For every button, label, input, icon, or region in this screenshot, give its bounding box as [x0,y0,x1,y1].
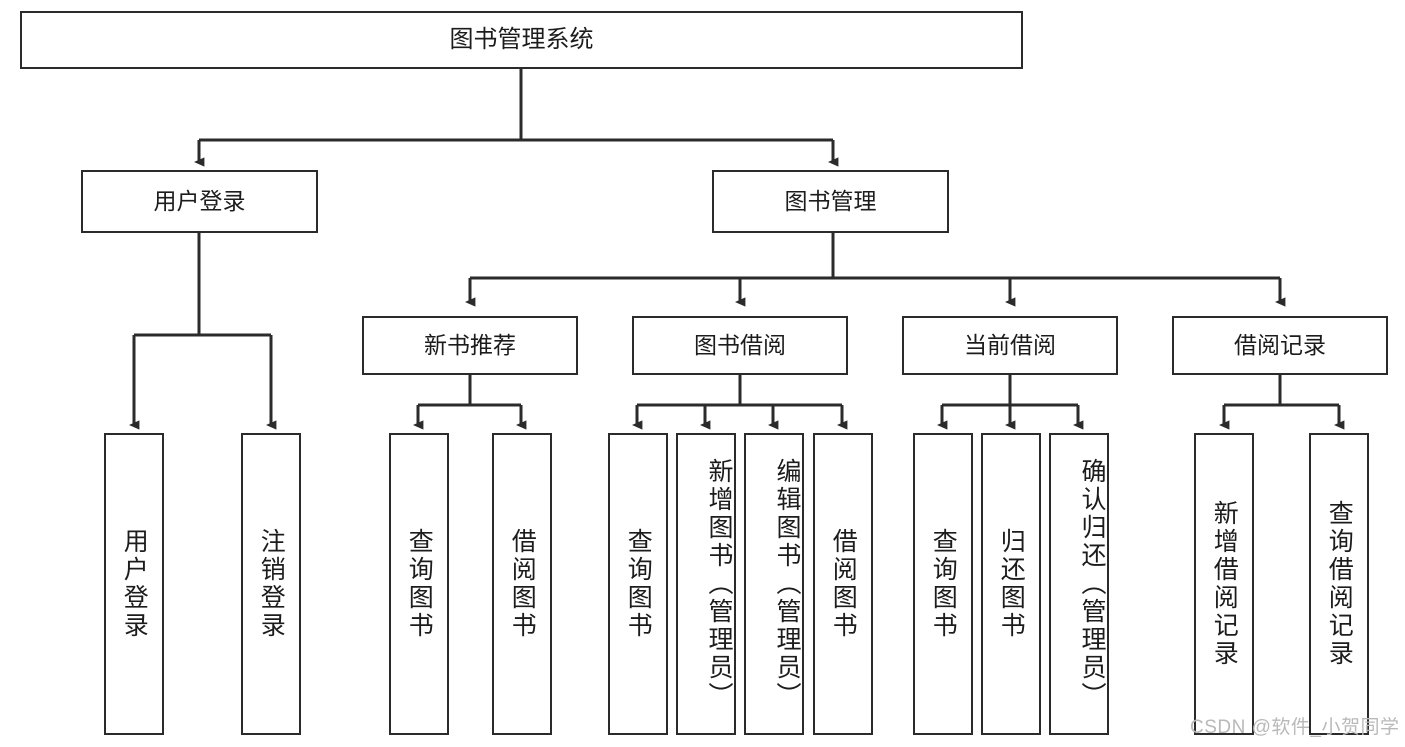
node-label: 图书管理 [784,188,877,215]
node-label: 借阅记录 [1234,332,1326,359]
node-label: 图书借阅 [694,332,786,359]
node-label: 注销登录 [257,528,286,640]
leaf-user-login-logout[interactable]: 注销登录 [241,433,301,735]
node-label: 查询图书 [624,528,653,640]
leaf-book-borrow-borrow[interactable]: 借阅图书 [813,433,873,735]
node-label: 查询图书 [929,528,958,640]
node-label: 用户登录 [153,188,246,215]
node-book-management[interactable]: 图书管理 [712,170,949,233]
leaf-new-book-query[interactable]: 查询图书 [389,433,449,735]
node-borrow-record[interactable]: 借阅记录 [1172,316,1388,375]
node-book-borrow[interactable]: 图书借阅 [632,316,848,375]
node-label: 查询图书 [405,528,434,640]
leaf-current-borrow-query[interactable]: 查询图书 [913,433,973,735]
node-root-system[interactable]: 图书管理系统 [20,11,1023,69]
leaf-book-borrow-add[interactable]: 新增图书（管理员） [676,433,736,735]
node-user-login[interactable]: 用户登录 [81,170,318,233]
node-label: 查询借阅记录 [1325,500,1354,668]
leaf-borrow-record-add[interactable]: 新增借阅记录 [1194,433,1254,735]
node-label: 归还图书 [997,528,1026,640]
leaf-borrow-record-query[interactable]: 查询借阅记录 [1309,433,1369,735]
leaf-user-login-login[interactable]: 用户登录 [104,433,164,735]
leaf-new-book-borrow[interactable]: 借阅图书 [492,433,552,735]
node-label: 新增图书（管理员） [705,458,733,710]
node-label: 新增借阅记录 [1210,500,1239,668]
leaf-book-borrow-edit[interactable]: 编辑图书（管理员） [744,433,804,735]
watermark-text: CSDN @软件_小贺同学 [1190,717,1400,738]
leaf-book-borrow-query[interactable]: 查询图书 [608,433,668,735]
node-label: 新书推荐 [424,332,516,359]
node-label: 用户登录 [120,528,149,640]
node-label: 编辑图书（管理员） [773,458,801,710]
node-new-book-recommend[interactable]: 新书推荐 [362,316,578,375]
node-label: 借阅图书 [829,528,858,640]
leaf-current-borrow-confirm-return[interactable]: 确认归还（管理员） [1049,433,1109,735]
node-label: 借阅图书 [508,528,537,640]
node-label: 当前借阅 [964,332,1056,359]
node-current-borrow[interactable]: 当前借阅 [902,316,1118,375]
node-label: 图书管理系统 [449,26,594,54]
node-label: 确认归还（管理员） [1078,458,1106,710]
leaf-current-borrow-return[interactable]: 归还图书 [981,433,1041,735]
